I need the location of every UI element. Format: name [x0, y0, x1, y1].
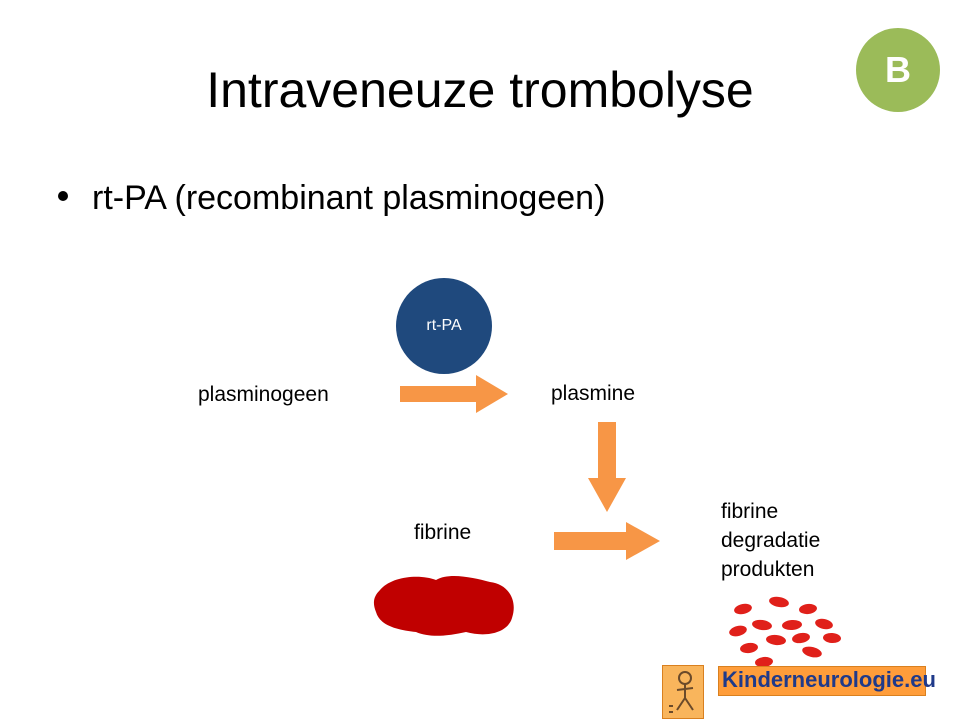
logo-banner	[718, 666, 926, 696]
logo-text: Kinderneurologie.eu	[722, 667, 936, 692]
rtpa-circle: rt-PA	[396, 278, 492, 374]
fdp-line-2: degradatie	[721, 529, 821, 552]
bullet-item: rt-PA (recombinant plasminogeen)	[58, 176, 605, 220]
fibrine-label: fibrine	[414, 521, 472, 544]
fdp-line-1: fibrine	[721, 500, 779, 523]
slide-title: Intraveneuze trombolyse	[206, 62, 754, 118]
child-figure-icon	[669, 671, 694, 713]
arrow-down-icon	[588, 422, 626, 512]
arrow-right-icon	[554, 522, 660, 560]
section-badge: B	[856, 28, 940, 112]
blood-clot-icon	[373, 576, 514, 636]
arrow-right-icon	[400, 375, 508, 413]
kinderneurologie-logo-icon	[662, 665, 704, 719]
plasmine-label: plasmine	[551, 382, 636, 405]
bullet-text: rt-PA (recombinant plasminogeen)	[92, 179, 606, 217]
fdp-line-3: produkten	[721, 558, 815, 581]
bullet-dot-icon	[58, 191, 68, 202]
clot-fragments-icon	[729, 596, 841, 668]
fibrine-degradation-products-label: fibrine degradatie produkten	[721, 497, 820, 584]
plasminogeen-label: plasminogeen	[198, 383, 329, 406]
